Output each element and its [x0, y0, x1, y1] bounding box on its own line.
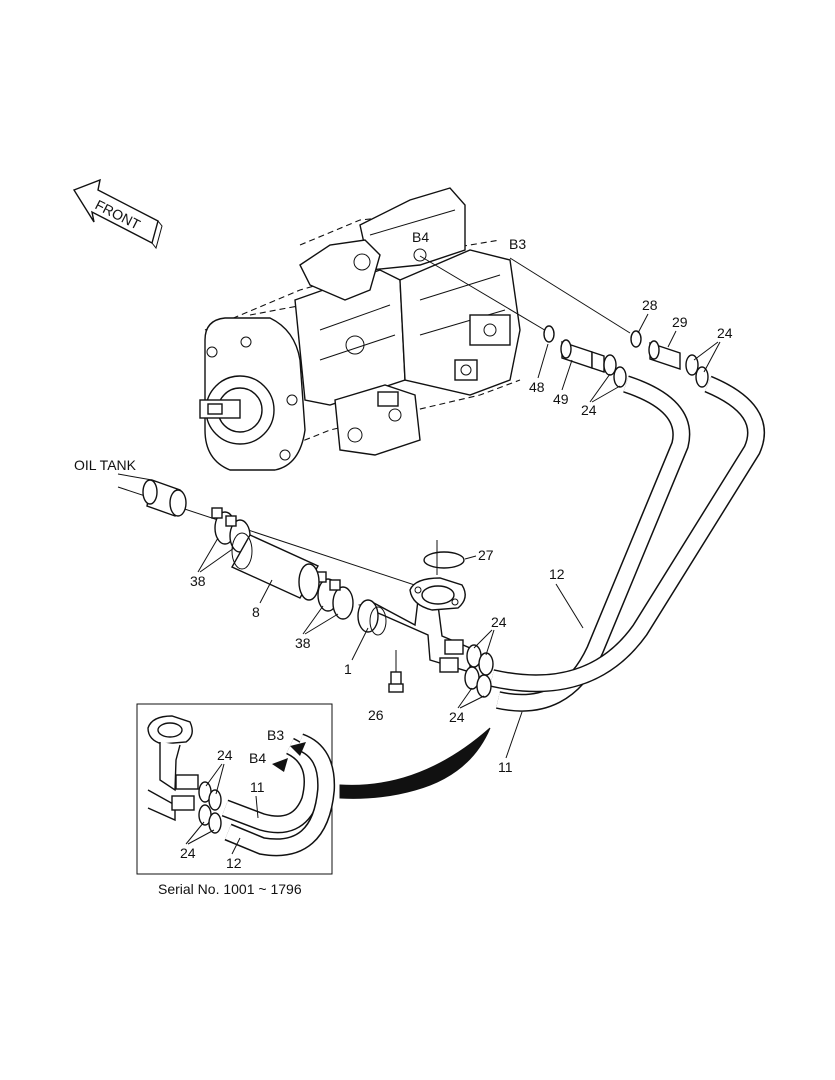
clamp-38-right	[315, 571, 354, 620]
label-38-a: 38	[190, 573, 206, 589]
oring-27	[423, 551, 465, 569]
hose-8	[231, 532, 320, 601]
inset-label-b4: B4	[249, 750, 266, 766]
inset-label-b3: B3	[267, 727, 284, 743]
inset-label-11: 11	[250, 779, 265, 795]
label-28: 28	[642, 297, 658, 313]
label-24-b: 24	[581, 402, 597, 418]
bolt-26	[388, 650, 404, 693]
label-38-b: 38	[295, 635, 311, 651]
hose-11-12	[490, 375, 765, 712]
front-arrow: FRONT	[72, 178, 163, 250]
label-24-d: 24	[449, 709, 465, 725]
clamps-24-pipe	[464, 644, 494, 698]
label-48: 48	[529, 379, 545, 395]
inset-caption: Serial No. 1001 ~ 1796	[158, 881, 302, 897]
inset-label-12: 12	[226, 855, 242, 871]
fitting-28-29	[630, 330, 709, 388]
label-1: 1	[344, 661, 352, 677]
label-29: 29	[672, 314, 688, 330]
label-27: 27	[478, 547, 494, 563]
inset-older-serial	[136, 703, 336, 875]
label-oil-tank: OIL TANK	[74, 457, 137, 473]
inset-pointer-arrow	[339, 727, 491, 799]
label-b3: B3	[509, 236, 526, 252]
label-12: 12	[549, 566, 565, 582]
suction-pipe-1	[357, 577, 471, 673]
main-pump-assembly	[199, 187, 521, 471]
fitting-48-49	[543, 325, 627, 388]
inset-label-24-top: 24	[217, 747, 233, 763]
inset-label-24-bottom: 24	[180, 845, 196, 861]
oil-tank-adapter	[142, 479, 187, 517]
label-11: 11	[498, 759, 513, 775]
label-26: 26	[368, 707, 384, 723]
label-b4: B4	[412, 229, 429, 245]
label-24-c: 24	[491, 614, 507, 630]
label-8: 8	[252, 604, 260, 620]
label-24-a: 24	[717, 325, 733, 341]
label-49: 49	[553, 391, 569, 407]
